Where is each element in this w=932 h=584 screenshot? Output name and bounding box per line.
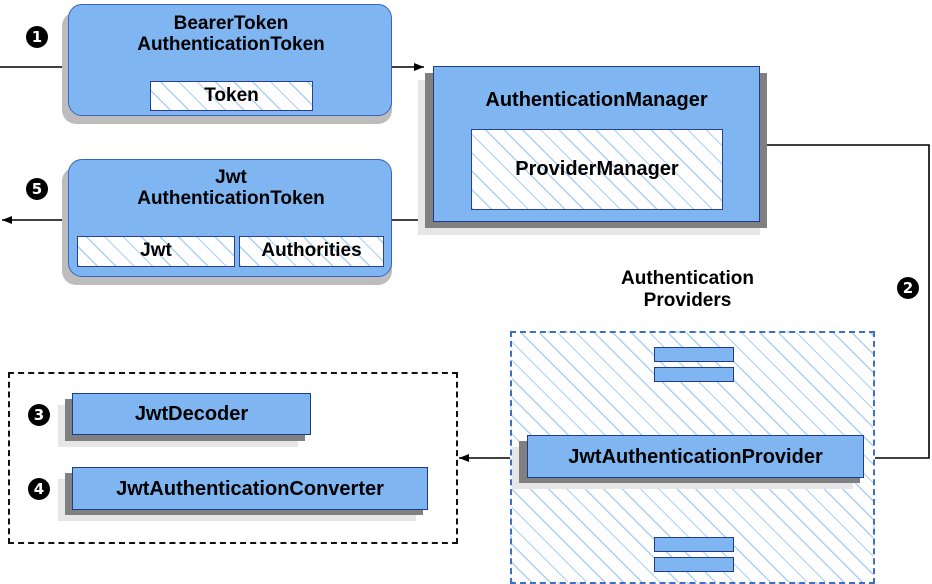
provider-slot-top-2 [654,367,734,382]
authentication-providers-caption: Authentication Providers [621,268,754,311]
provider-slot-bottom-2 [654,557,734,572]
jwt-token-node[interactable]: Jwt AuthenticationToken Jwt Authorities [68,159,392,277]
bearer-token-slot-token: Token [150,81,313,111]
badge-step-3: 3 [28,404,50,426]
bearer-token-slot-token-label: Token [204,85,259,106]
jwt-token-slot-jwt-label: Jwt [140,240,172,261]
jwt-token-slot-authorities-label: Authorities [261,240,362,261]
provider-slot-top-1 [654,347,734,362]
badge-step-2: 2 [897,277,919,299]
jwt-support-region [8,372,458,544]
authentication-manager-slot-label: ProviderManager [515,158,679,180]
jwt-decoder-node[interactable]: JwtDecoder [72,393,311,435]
badge-step-5: 5 [26,178,48,200]
jwt-authentication-provider-node[interactable]: JwtAuthenticationProvider [527,435,864,478]
jwt-authentication-converter-node[interactable]: JwtAuthenticationConverter [72,467,428,510]
jwt-token-slot-jwt: Jwt [77,236,235,267]
badge-step-4: 4 [28,478,50,500]
jwt-token-title: Jwt AuthenticationToken [137,167,325,210]
authentication-manager-node[interactable]: AuthenticationManager ProviderManager [433,66,760,222]
jwt-authentication-converter-label: JwtAuthenticationConverter [116,478,384,500]
provider-slot-bottom-1 [654,537,734,552]
bearer-token-node[interactable]: BearerToken AuthenticationToken Token [68,4,392,116]
badge-step-1: 1 [26,26,48,48]
jwt-token-slot-authorities: Authorities [239,236,384,267]
bearer-token-title: BearerToken AuthenticationToken [137,13,325,56]
jwt-authentication-provider-label: JwtAuthenticationProvider [568,446,823,468]
jwt-decoder-label: JwtDecoder [134,403,249,425]
authentication-manager-title: AuthenticationManager [485,89,708,111]
authentication-manager-slot-providermanager: ProviderManager [471,129,723,210]
